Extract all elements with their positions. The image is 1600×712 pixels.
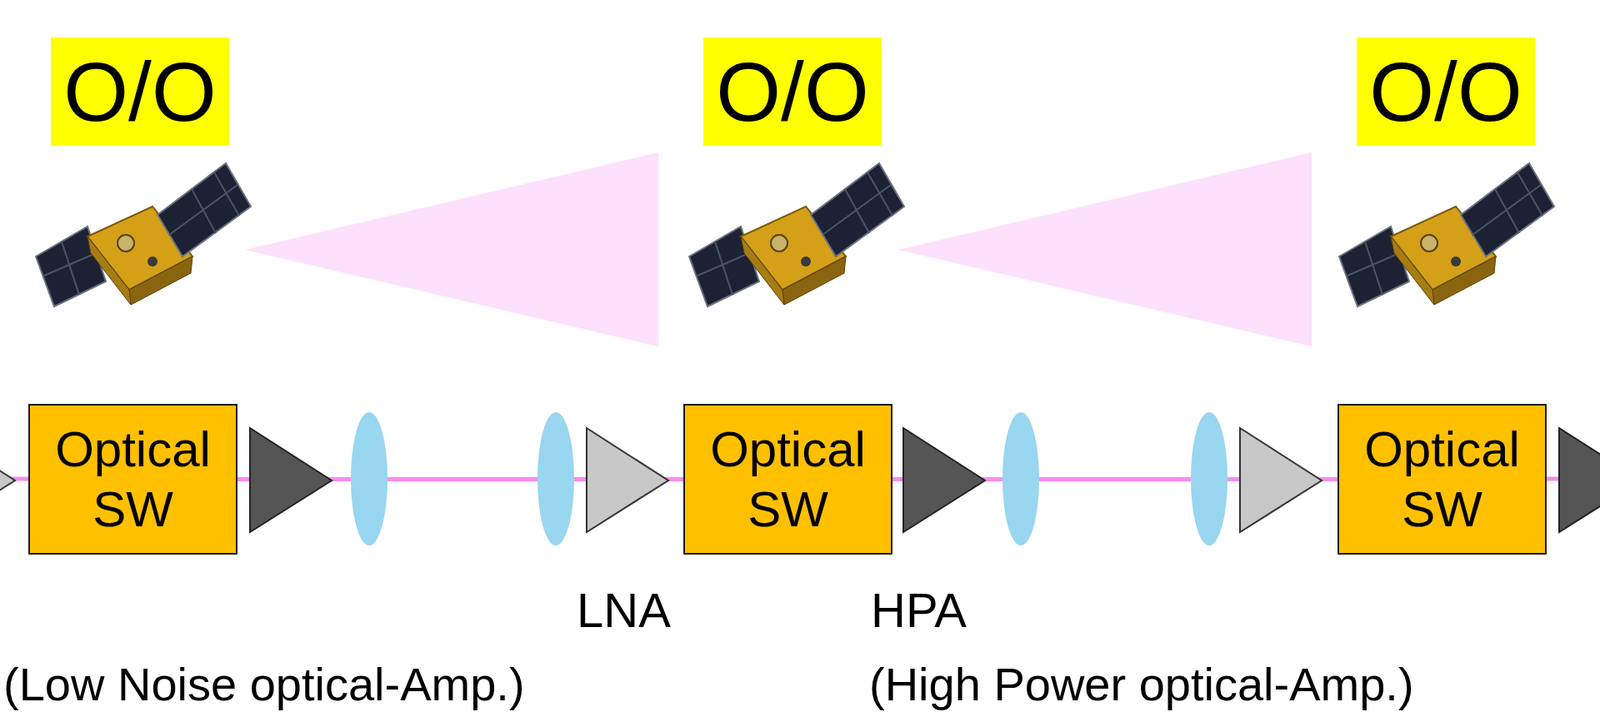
hpa-amplifier (250, 428, 332, 533)
satellite (689, 163, 905, 307)
amplifier-description: (High Power optical-Amp.) (869, 658, 1415, 712)
lna-amplifier (0, 428, 15, 533)
hpa-amplifier (1559, 428, 1600, 533)
node-label-box: O/O (1356, 37, 1535, 146)
optical-switch: Optical SW (1337, 404, 1547, 555)
lna-amplifier (1240, 428, 1322, 533)
node-text: Optical SW (55, 420, 211, 540)
amplifier-name: HPA (870, 583, 967, 640)
node-text: O/O (1369, 45, 1522, 138)
node-text: O/O (715, 45, 869, 138)
amplifier-name: LNA (576, 583, 671, 640)
lens (1190, 412, 1228, 546)
optical-switch: Optical SW (28, 404, 238, 555)
optical-beam (898, 152, 1312, 347)
hpa-amplifier (903, 428, 985, 533)
lens (350, 412, 388, 546)
lens (537, 412, 575, 546)
lens (1002, 412, 1040, 546)
node-text: O/O (63, 45, 216, 138)
satellite (35, 163, 251, 307)
amplifier-description: (Low Noise optical-Amp.) (3, 658, 525, 712)
lna-amplifier (586, 428, 669, 533)
node-label-box: O/O (50, 37, 230, 146)
node-text: Optical SW (1364, 420, 1520, 540)
optical-switch: Optical SW (683, 404, 893, 555)
node-text: Optical SW (710, 420, 866, 540)
node-label-box: O/O (703, 37, 882, 146)
satellite (1339, 163, 1555, 307)
optical-beam (245, 152, 659, 347)
